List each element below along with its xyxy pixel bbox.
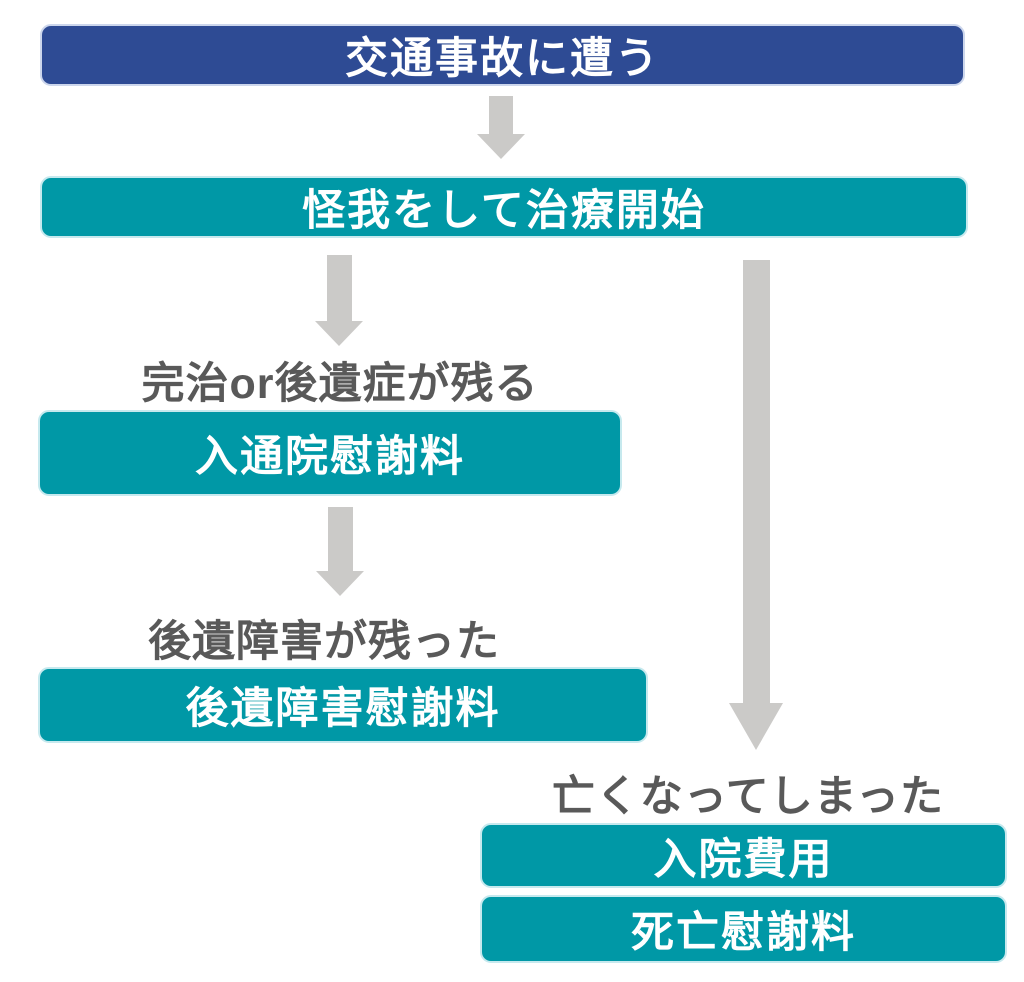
outcome-label-passed-away: 亡くなってしまった xyxy=(551,773,945,821)
arrow-shaft xyxy=(326,255,352,321)
arrow-head xyxy=(315,321,363,346)
node-treatment-start: 怪我をして治療開始 xyxy=(40,176,968,238)
arrow-shaft xyxy=(489,96,513,134)
arrow-head xyxy=(729,703,783,750)
down-arrow-long-icon xyxy=(729,260,783,750)
arrow-shaft xyxy=(327,507,353,571)
arrow-shaft xyxy=(742,260,770,703)
outcome-label-recovery-or-aftereffects: 完治or後遺症が残る xyxy=(141,360,539,408)
node-traffic-accident-label: 交通事故に遭う xyxy=(345,35,660,83)
arrow-head xyxy=(477,134,525,159)
node-hospital-costs: 入院費用 xyxy=(480,823,1007,888)
node-death-compensation: 死亡慰謝料 xyxy=(480,895,1007,963)
node-treatment-start-label: 怪我をして治療開始 xyxy=(302,187,706,235)
node-hospital-visit-compensation-label: 入通院慰謝料 xyxy=(195,433,465,481)
outcome-label-disability-remained: 後遺障害が残った xyxy=(148,618,500,666)
node-disability-compensation: 後遺障害慰謝料 xyxy=(38,667,648,743)
node-death-compensation-label: 死亡慰謝料 xyxy=(631,909,856,957)
node-traffic-accident: 交通事故に遭う xyxy=(40,24,965,86)
node-disability-compensation-label: 後遺障害慰謝料 xyxy=(185,685,501,733)
node-hospital-visit-compensation: 入通院慰謝料 xyxy=(38,410,622,496)
down-arrow-icon xyxy=(315,255,363,346)
down-arrow-icon xyxy=(316,507,364,596)
node-hospital-costs-label: 入院費用 xyxy=(653,835,834,884)
arrow-head xyxy=(316,571,364,596)
down-arrow-icon xyxy=(477,96,525,159)
